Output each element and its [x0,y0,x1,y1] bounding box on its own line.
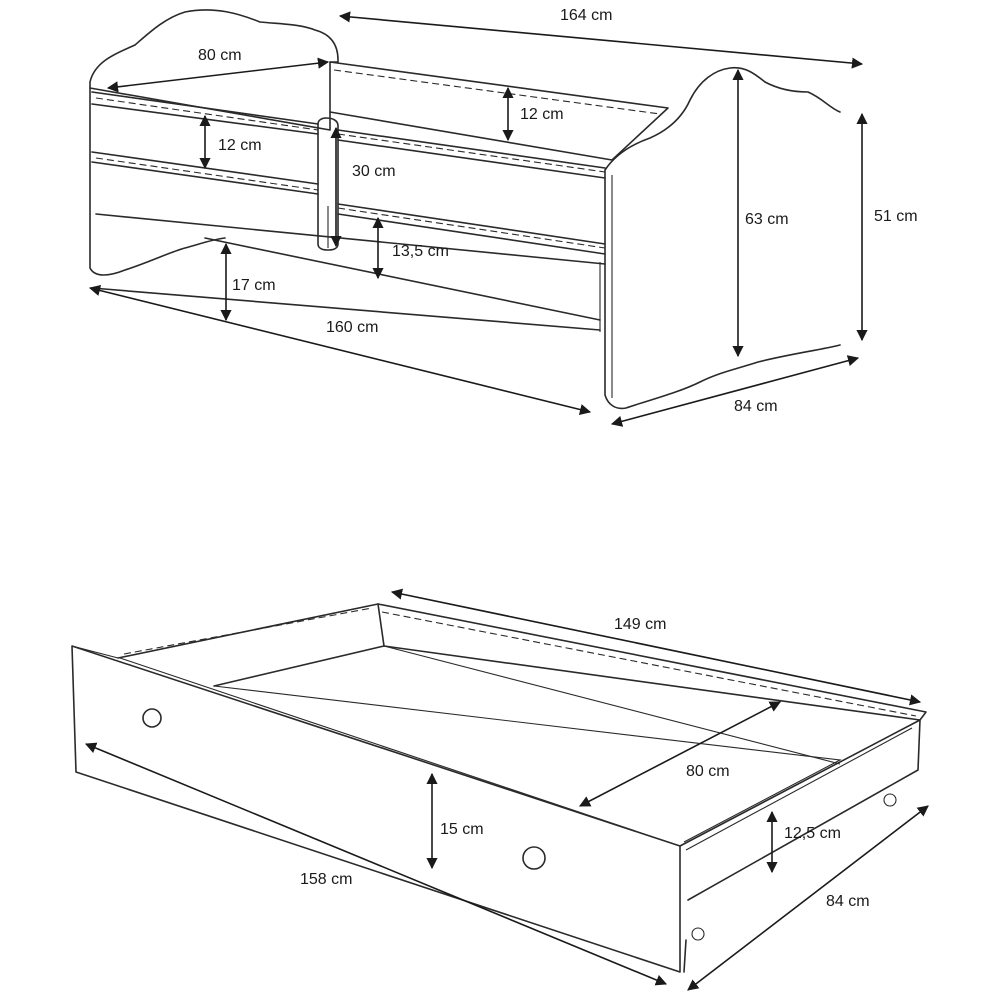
bed-drawing [89,9,841,410]
dim-overall-length: 164 cm [560,7,612,24]
dim-drawer-depth: 84 cm [826,893,870,910]
bed-head-panel [604,66,841,410]
bed-base [91,213,606,331]
dim-drawer-inner-length: 149 cm [614,616,666,633]
drawer-wheel-front [691,927,705,941]
dim-gap-below-rail: 13,5 cm [392,243,449,260]
drawer-right-side [679,719,921,973]
dim-rail-height-rear: 12 cm [520,106,564,123]
drawer-dimensions: 149 cm 80 cm 15 cm 12,5 cm 158 cm 84 cm [84,588,929,991]
bed-foot-panel-lower [89,87,226,276]
drawer-wheel-back [883,793,897,807]
bed-rear-rail [329,61,669,161]
dim-mattress-length: 160 cm [326,319,378,336]
drawer-front-panel [71,645,681,973]
dim-side-height: 51 cm [874,208,918,225]
drawer-handle-left [142,708,162,728]
dim-depth: 84 cm [734,398,778,415]
dim-drawer-side-height: 12,5 cm [784,825,841,842]
dim-rail-height-front: 12 cm [218,137,262,154]
bed-foot-panel [89,9,339,131]
dim-drawer-front-height: 15 cm [440,821,484,838]
dim-opening-height: 30 cm [352,163,396,180]
dim-drawer-inner-width: 80 cm [686,763,730,780]
drawer-drawing [71,603,927,973]
drawer-bottom [213,685,842,843]
bed-dimensions: 164 cm 80 cm 12 cm 12 cm 30 cm 13,5 cm 1… [88,7,918,427]
dim-floor-clearance: 17 cm [232,277,276,294]
dim-headboard-height: 63 cm [745,211,789,228]
dim-drawer-outer-length: 158 cm [300,871,352,888]
drawer-handle-right [522,846,546,870]
dim-head-width: 80 cm [198,47,242,64]
